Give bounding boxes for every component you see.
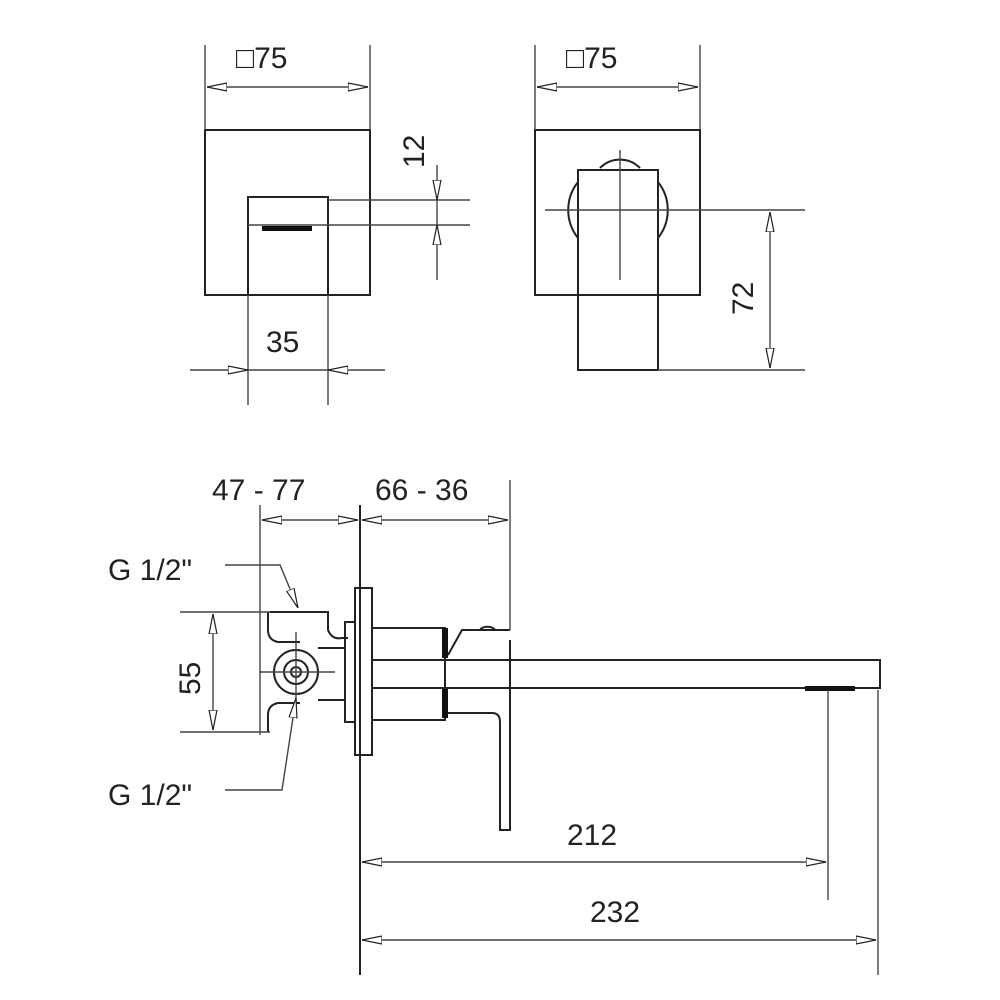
handle-height-label: 72 [727, 282, 760, 315]
handle-outline [577, 169, 659, 371]
spout-outline [247, 196, 329, 295]
spout-reach-label: 212 [567, 819, 617, 852]
spout-height-label: 12 [398, 135, 431, 168]
installation-view: 47 - 77 66 - 36 55 G 1/2" G 1/2" [108, 474, 881, 975]
front-view: □75 12 35 [190, 42, 470, 405]
thread-label-top: G 1/2" [108, 554, 192, 587]
wall-plate [354, 587, 373, 756]
aerator-outlet [262, 226, 312, 231]
width-dimension-label: □75 [566, 42, 618, 75]
valve-body [267, 611, 348, 732]
body-outline [204, 129, 371, 296]
body-outline [534, 129, 701, 296]
spout-width-label: 35 [266, 326, 299, 359]
spout [371, 659, 881, 689]
mixer-body [371, 627, 446, 721]
overall-length-label: 232 [590, 896, 640, 929]
aerator-outlet [805, 686, 855, 691]
wall-depth-label: 47 - 77 [212, 474, 305, 507]
projection-label: 66 - 36 [375, 474, 468, 507]
side-view: □75 72 [534, 42, 805, 371]
width-dimension-label: □75 [236, 42, 288, 75]
inlet-spacing-label: 55 [174, 662, 207, 695]
thread-label-bottom: G 1/2" [108, 779, 192, 812]
